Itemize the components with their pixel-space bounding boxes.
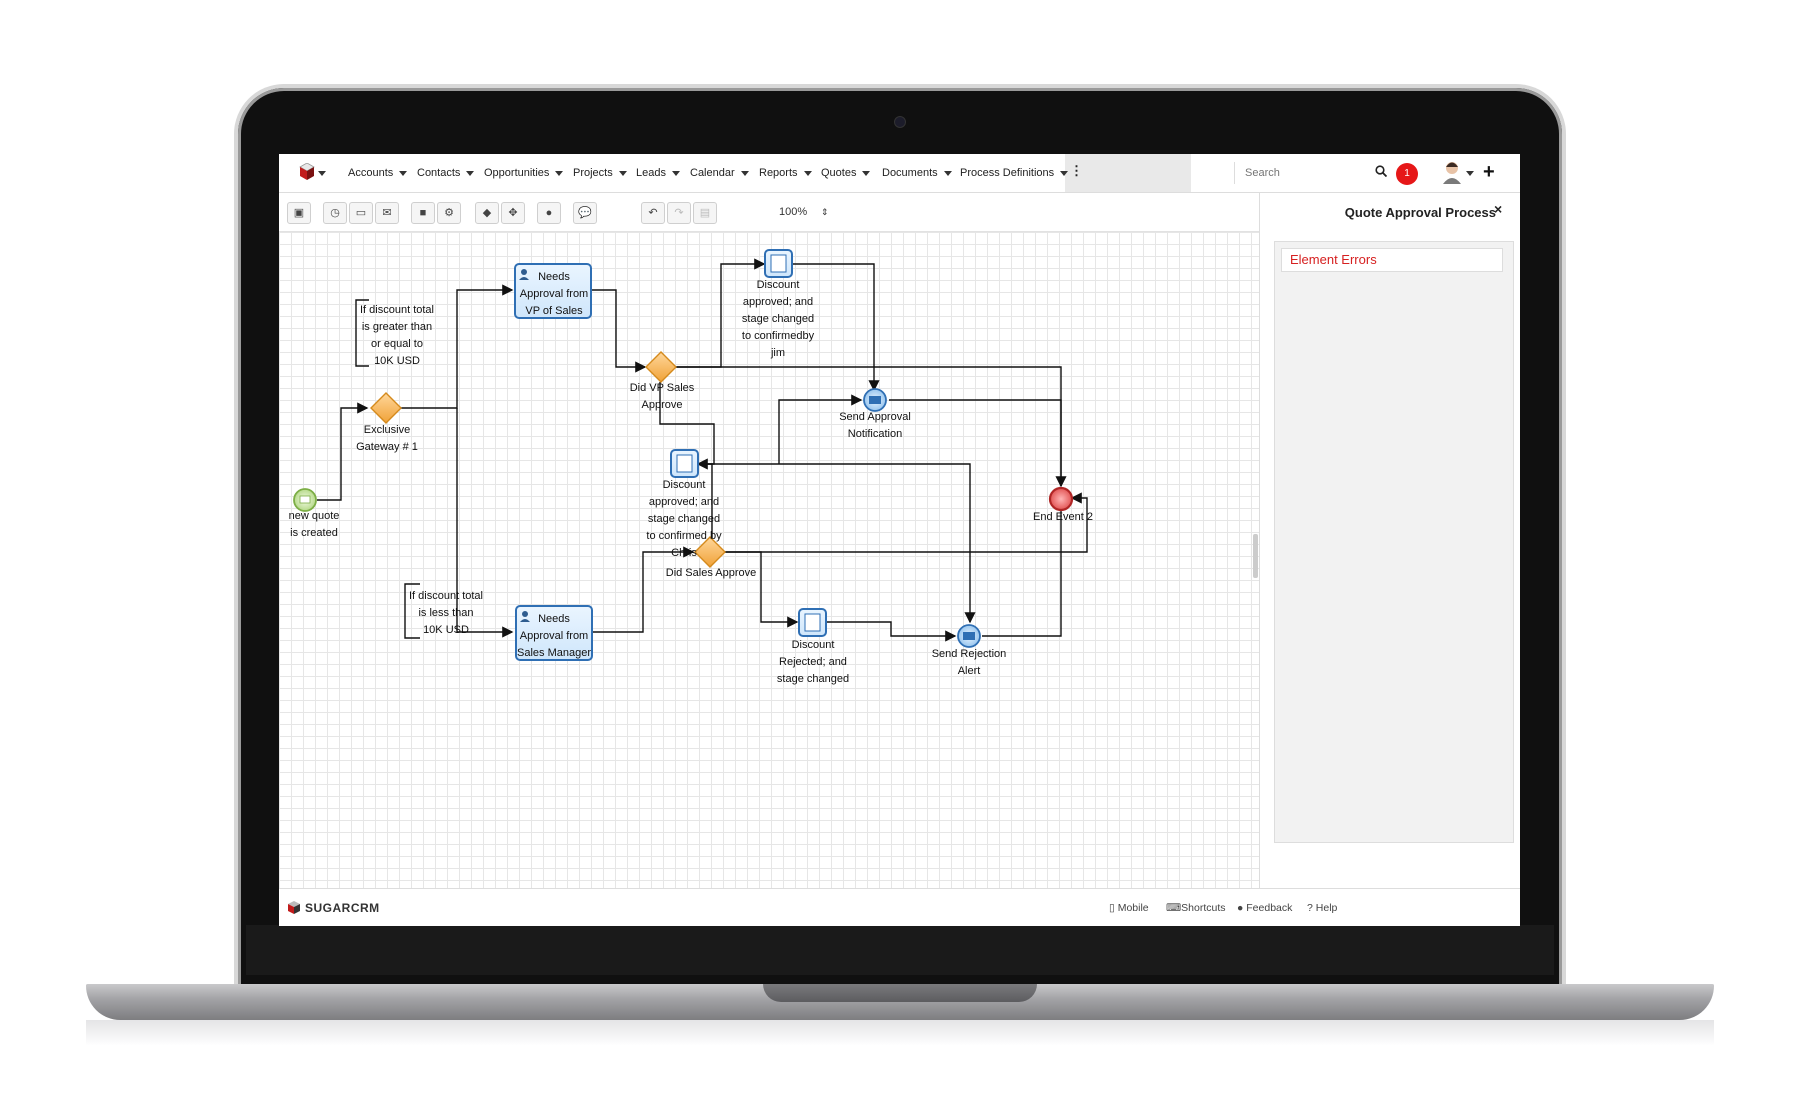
panel-body: Element Errors: [1274, 241, 1514, 843]
laptop-bezel: [246, 925, 1554, 975]
laptop-notch: [763, 984, 1037, 1002]
sugarcrm-logo-icon: [287, 901, 301, 918]
camera-icon: [894, 116, 906, 128]
more-menu-icon[interactable]: ⋮: [1070, 163, 1083, 178]
footer: SUGARCRM ▯ Mobile ⌨Shortcuts ● Feedback …: [279, 888, 1520, 926]
avatar[interactable]: [1441, 160, 1477, 189]
laptop-shadow: [86, 1020, 1714, 1046]
annotation-high: If discount total is greater than or equ…: [360, 304, 434, 367]
activity-icon[interactable]: ■: [411, 202, 435, 224]
parallel-gateway-icon[interactable]: ✥: [501, 202, 525, 224]
vp-approval-task[interactable]: [514, 263, 592, 319]
vp-task-label: Needs Approval from VP of Sales: [519, 271, 589, 317]
nav-process-definitions[interactable]: Process Definitions: [960, 167, 1069, 179]
panel-title: Quote Approval Process: [1344, 205, 1496, 220]
nav-calendar[interactable]: Calendar: [690, 167, 749, 179]
inbox-icon[interactable]: ▭: [349, 202, 373, 224]
search-box: [1234, 162, 1395, 184]
end-event-label: End Event 2: [1033, 511, 1093, 523]
feedback-icon: ●: [1237, 902, 1247, 914]
search-input[interactable]: [1243, 166, 1357, 180]
vp-gateway-label: Did VP Sales Approve: [629, 382, 695, 411]
sales-gateway[interactable]: [694, 536, 726, 568]
nav-documents[interactable]: Documents: [882, 167, 952, 179]
element-errors-header[interactable]: Element Errors: [1281, 248, 1503, 272]
app-logo-icon[interactable]: [298, 162, 326, 186]
nav-contacts[interactable]: Contacts: [417, 167, 475, 179]
undo-icon[interactable]: ↶: [641, 202, 665, 224]
nav-projects[interactable]: Projects: [573, 167, 627, 179]
zoom-select[interactable]: 100%⇕: [771, 202, 833, 222]
panel-splitter[interactable]: [1253, 534, 1258, 578]
zoom-stepper-icon: ⇕: [821, 207, 829, 217]
annotation-low: If discount total is less than 10K USD: [409, 590, 483, 636]
footer-help[interactable]: ? Help: [1307, 902, 1338, 914]
vp-approved-label: Discount approved; and stage changed to …: [741, 279, 815, 359]
top-nav: Accounts Contacts Opportunities Projects…: [279, 154, 1520, 193]
redo-icon[interactable]: ↷: [667, 202, 691, 224]
gateway1-label: Exclusive Gateway # 1: [356, 424, 418, 453]
footer-feedback[interactable]: ● Feedback: [1237, 902, 1293, 914]
add-icon[interactable]: +: [1483, 161, 1495, 183]
nav-active-highlight: [1065, 154, 1191, 192]
nav-reports[interactable]: Reports: [759, 167, 812, 179]
process-canvas[interactable]: new quote is created Exclusive Gateway #…: [279, 232, 1259, 888]
exclusive-gateway-1[interactable]: [370, 392, 402, 424]
end-event[interactable]: [1048, 486, 1074, 512]
process-diagram: [293, 249, 1088, 661]
vp-sales-gateway[interactable]: [645, 351, 677, 383]
rejected-label: Discount Rejected; and stage changed: [776, 639, 850, 685]
nav-accounts[interactable]: Accounts: [348, 167, 408, 179]
manager-task-label: Needs Approval from Sales Manager: [517, 613, 591, 659]
nav-leads[interactable]: Leads: [636, 167, 680, 179]
cube-icon[interactable]: ▣: [287, 202, 311, 224]
designer-toolbar: ▣ ◷ ▭ ✉ ■ ⚙ ◆ ✥ ● 💬 ↶ ↷ ▤ 100%⇕: [279, 193, 1259, 232]
keyboard-icon: ⌨: [1166, 902, 1182, 914]
nav-quotes[interactable]: Quotes: [821, 167, 871, 179]
search-icon[interactable]: [1375, 165, 1388, 180]
send-approval-label: Send Approval Notification: [839, 411, 911, 440]
action-icon[interactable]: ⚙: [437, 202, 461, 224]
start-event-label: new quote is created: [288, 510, 340, 539]
timer-event-icon[interactable]: ◷: [323, 202, 347, 224]
message-event-icon[interactable]: ✉: [375, 202, 399, 224]
mobile-icon: ▯: [1109, 902, 1118, 914]
end-event-icon[interactable]: ●: [537, 202, 561, 224]
exclusive-gateway-icon[interactable]: ◆: [475, 202, 499, 224]
footer-shortcuts[interactable]: ⌨Shortcuts: [1166, 902, 1226, 914]
footer-mobile[interactable]: ▯ Mobile: [1109, 902, 1149, 914]
sales-gateway-label: Did Sales Approve: [665, 567, 757, 579]
save-icon[interactable]: ▤: [693, 202, 717, 224]
chris-approved-label: Discount approved; and stage changed to …: [646, 479, 722, 559]
close-icon[interactable]: ×: [1494, 201, 1503, 217]
manager-approval-task[interactable]: [515, 605, 593, 661]
screen: Accounts Contacts Opportunities Projects…: [279, 154, 1520, 926]
nav-opportunities[interactable]: Opportunities: [484, 167, 564, 179]
properties-panel: Quote Approval Process × Element Errors: [1259, 193, 1520, 888]
comment-icon[interactable]: 💬: [573, 202, 597, 224]
brand-wordmark: SUGARCRM: [305, 901, 380, 915]
notification-badge[interactable]: 1: [1396, 163, 1418, 185]
help-icon: ?: [1307, 902, 1316, 914]
send-rejection-label: Send Rejection Alert: [931, 648, 1007, 677]
